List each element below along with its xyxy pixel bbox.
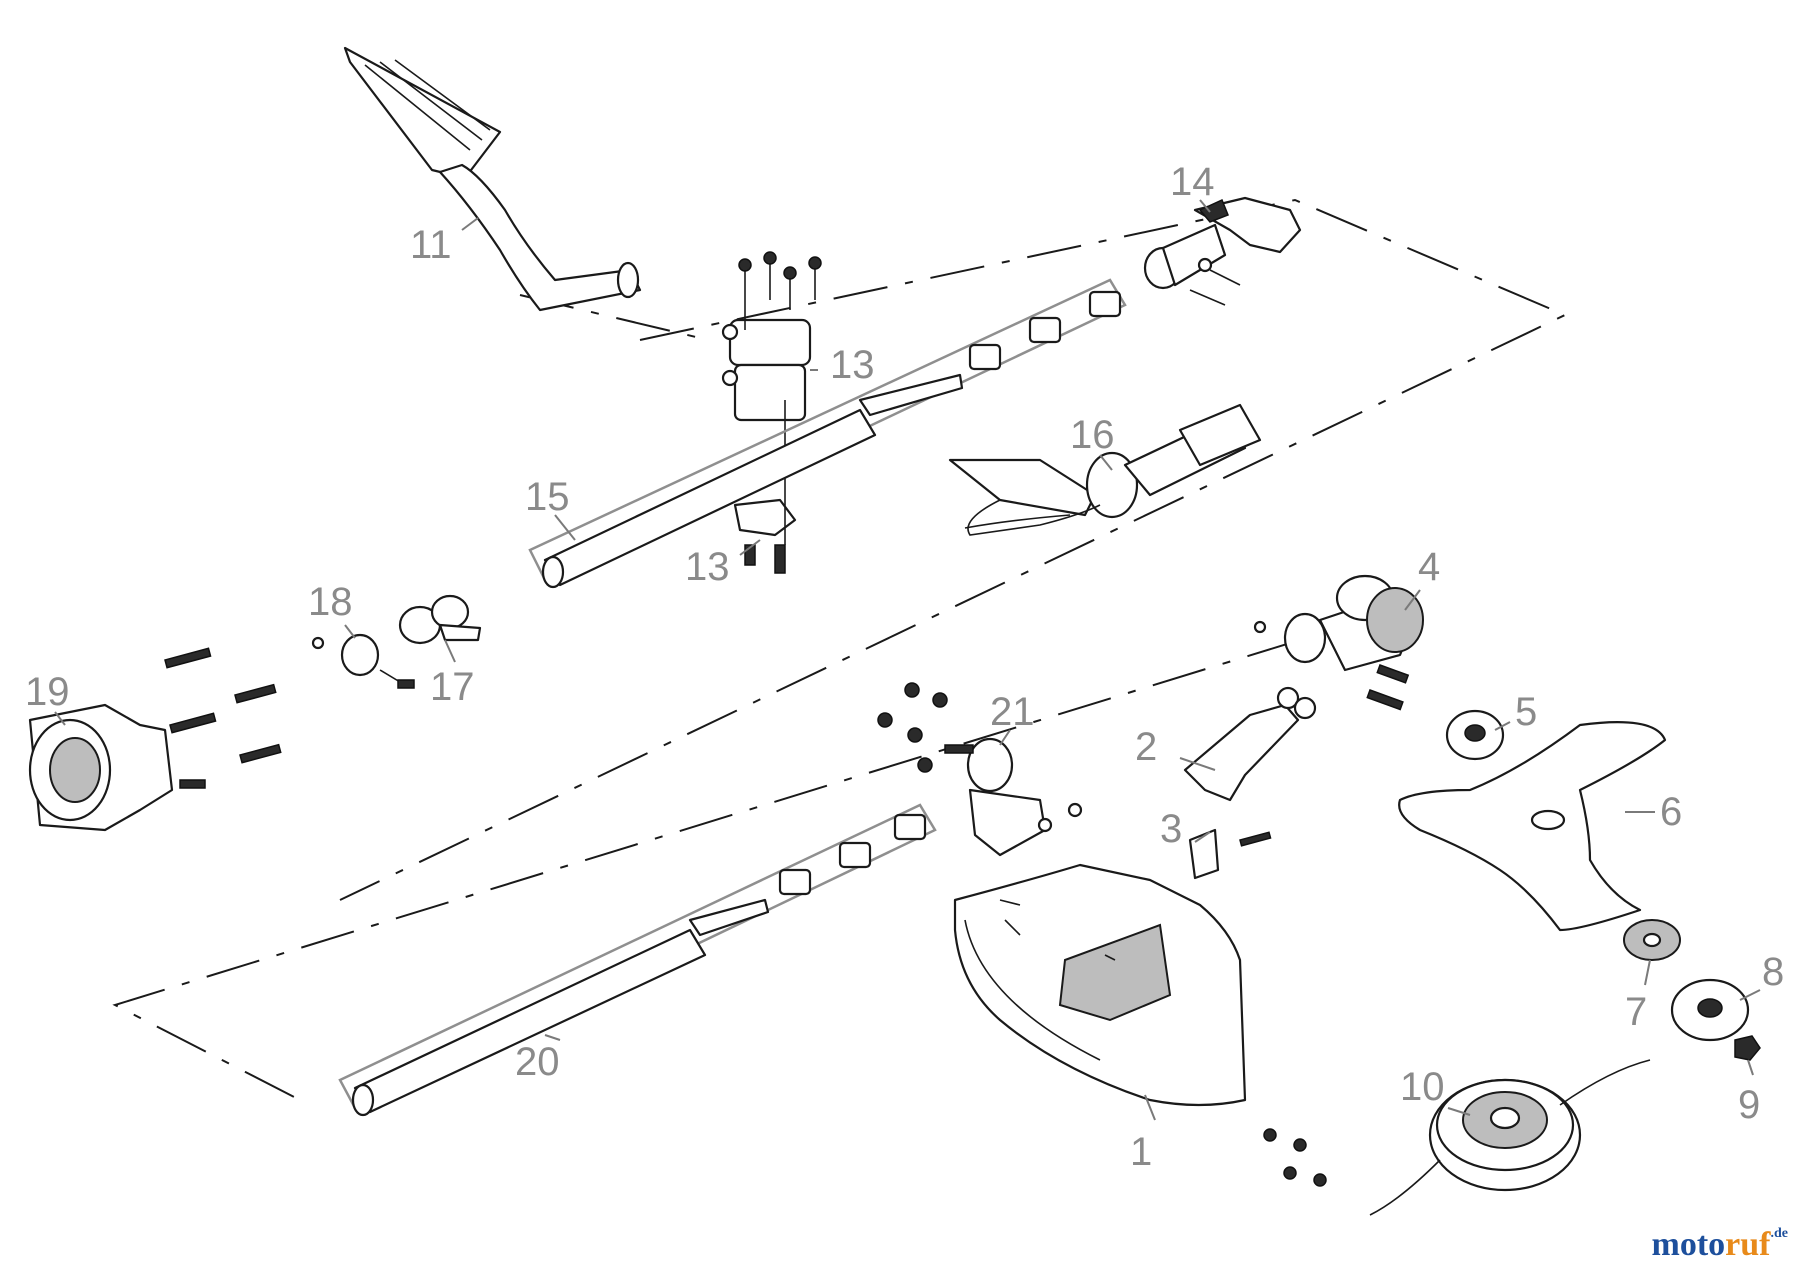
part-15-upper-shaft <box>528 278 1127 589</box>
part-4-gear-head <box>1253 574 1424 711</box>
lower-shaft-couplers <box>778 813 927 896</box>
part-5-washer <box>1445 709 1505 761</box>
callout-16: 16 <box>1070 413 1115 457</box>
callout-8: 8 <box>1762 950 1784 994</box>
callout-5: 5 <box>1515 690 1537 734</box>
part-17-clamp <box>398 594 482 645</box>
watermark-suffix: .de <box>1770 1226 1789 1241</box>
part-13-upper-clamp <box>721 251 822 422</box>
callout-9: 9 <box>1738 1083 1760 1127</box>
part-10-trimmer-head <box>1369 1059 1651 1216</box>
housing-bolts <box>164 647 282 789</box>
part-7-washer <box>1623 919 1681 961</box>
part-18-ring <box>311 633 415 689</box>
part-6-blade <box>1398 721 1667 932</box>
callout-7: 7 <box>1625 990 1647 1034</box>
callout-17: 17 <box>430 665 475 709</box>
part-11-handle-bar <box>343 46 642 312</box>
part-20-lower-shaft <box>338 803 937 1117</box>
part-1-guard <box>953 863 1327 1187</box>
callout-14: 14 <box>1170 160 1215 204</box>
part-2-plate <box>1183 686 1317 802</box>
watermark-part-1: moto <box>1651 1226 1726 1263</box>
callout-6: 6 <box>1660 790 1682 834</box>
part-16-throttle-cable <box>948 403 1262 536</box>
callout-11: 11 <box>410 223 452 267</box>
callout-4: 4 <box>1418 545 1440 589</box>
part-9-nut <box>1734 1035 1761 1061</box>
part-13-lower-clamp <box>733 400 797 574</box>
part-21-shield-bracket <box>877 682 1083 857</box>
callout-1: 1 <box>1130 1130 1152 1174</box>
watermark-logo: motoruf.de <box>1652 1226 1788 1264</box>
callout-21: 21 <box>990 690 1035 734</box>
bracket-screws <box>877 682 1083 833</box>
part-14-throttle-handle <box>1143 196 1302 306</box>
callout-3: 3 <box>1160 807 1182 851</box>
callout-19: 19 <box>25 670 70 714</box>
callout-15: 15 <box>525 475 570 519</box>
watermark-part-2: ruf <box>1725 1226 1771 1263</box>
callout-13-upper: 13 <box>830 343 875 387</box>
callout-2: 2 <box>1135 725 1157 769</box>
part-8-cover <box>1670 978 1750 1042</box>
callout-20: 20 <box>515 1040 560 1084</box>
callout-18: 18 <box>308 580 353 624</box>
part-19-clutch-housing <box>28 647 282 832</box>
callout-10: 10 <box>1400 1065 1445 1109</box>
callout-13-lower: 13 <box>685 545 730 589</box>
drive-shaft-couplers <box>968 290 1122 371</box>
callout-leaders <box>54 199 1761 1121</box>
callout-labels: 1 2 3 4 5 6 7 8 9 10 11 13 13 14 15 16 1… <box>25 160 1784 1174</box>
